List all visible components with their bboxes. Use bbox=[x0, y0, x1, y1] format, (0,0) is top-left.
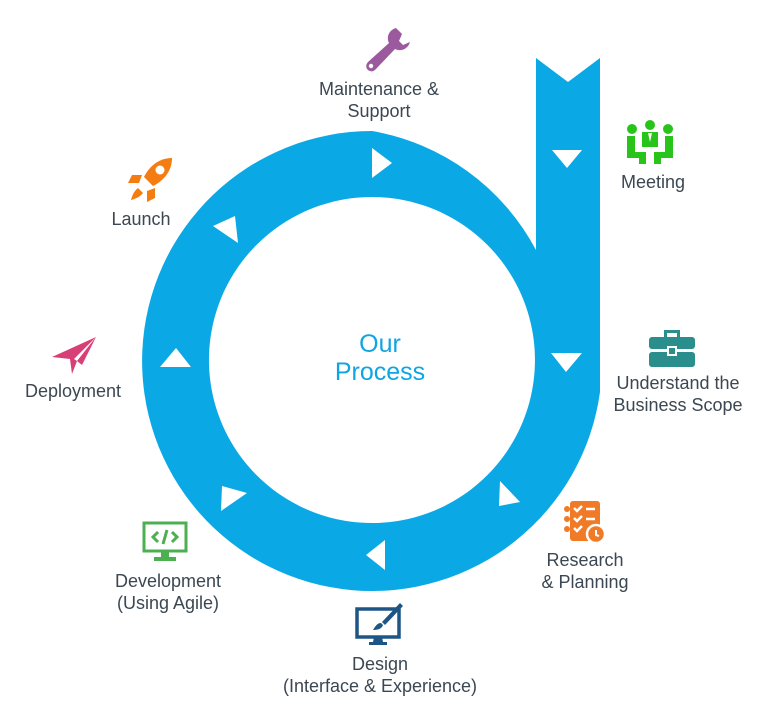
step-label: Meeting bbox=[620, 172, 686, 192]
process-ring bbox=[142, 58, 601, 591]
monitor-brush-icon bbox=[355, 603, 403, 645]
wrench-icon bbox=[366, 28, 410, 72]
step-deployment: Deployment bbox=[25, 380, 121, 402]
arrow-up-icon bbox=[160, 348, 191, 367]
step-label: Design bbox=[351, 654, 409, 674]
step-label: (Using Agile) bbox=[116, 593, 220, 613]
step-label: Business Scope bbox=[613, 395, 743, 415]
step-label: Launch bbox=[111, 209, 171, 229]
step-label: Development bbox=[114, 571, 222, 591]
title-line-2: Process bbox=[334, 358, 426, 386]
code-monitor-icon bbox=[142, 521, 188, 561]
step-launch: Launch bbox=[111, 208, 170, 230]
step-research: Research & Planning bbox=[541, 549, 628, 593]
arrow-right-icon bbox=[372, 148, 392, 178]
step-label: Understand the bbox=[616, 373, 740, 393]
step-design: Design (Interface & Experience) bbox=[283, 653, 477, 697]
step-label: Support bbox=[347, 101, 411, 121]
arrow-right-icon bbox=[221, 486, 247, 511]
arrow-left-icon bbox=[213, 216, 238, 243]
arrow-left-icon bbox=[366, 540, 385, 570]
step-label: (Interface & Experience) bbox=[282, 676, 478, 696]
title-line-1: Our bbox=[359, 330, 401, 358]
arrow-down-icon bbox=[552, 150, 582, 168]
checklist-clock-icon bbox=[564, 501, 607, 545]
arrow-right-icon bbox=[499, 481, 520, 506]
meeting-people-icon bbox=[627, 120, 673, 164]
step-label: & Planning bbox=[541, 572, 629, 592]
briefcase-icon bbox=[649, 330, 695, 367]
step-maintenance: Maintenance & Support bbox=[319, 78, 439, 122]
diagram-title: Our Process bbox=[335, 330, 425, 386]
step-label: Maintenance & bbox=[318, 79, 440, 99]
arrow-down-icon bbox=[551, 353, 582, 372]
paper-plane-icon bbox=[52, 337, 96, 374]
step-development: Development (Using Agile) bbox=[115, 570, 221, 614]
step-meeting: Meeting bbox=[621, 171, 685, 193]
rocket-icon bbox=[128, 158, 172, 202]
step-business-scope: Understand the Business Scope bbox=[613, 372, 742, 416]
flow-arrows bbox=[160, 148, 582, 570]
step-label: Research bbox=[546, 550, 624, 570]
step-label: Deployment bbox=[24, 381, 122, 401]
